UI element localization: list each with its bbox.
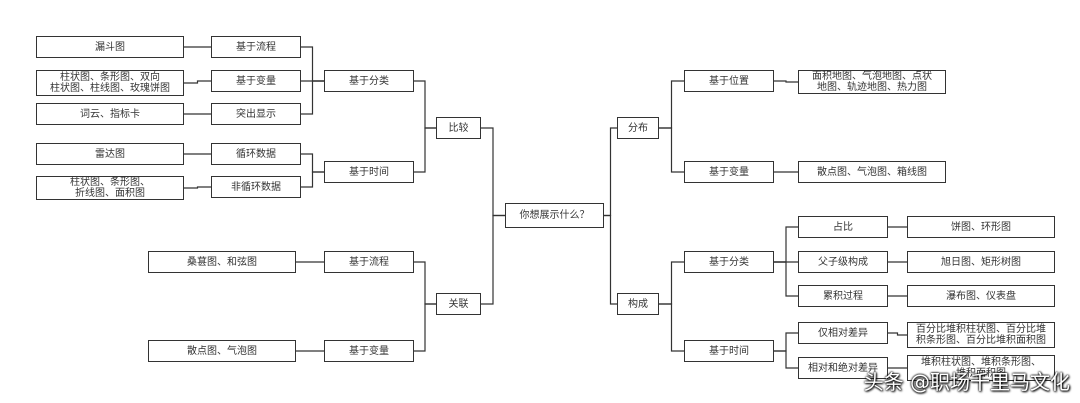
- node-sankey: 桑葚图、和弦图: [148, 251, 296, 273]
- node-rel-var: 基于变量: [324, 340, 414, 362]
- node-maps: 面积地图、气泡地图、点状 地图、轨迹地图、热力图: [798, 70, 946, 94]
- node-relation: 关联: [436, 293, 481, 315]
- node-comp-cat: 基于分类: [684, 251, 774, 273]
- connector-time-noncycle-bar-line-area: [184, 186, 211, 189]
- connector-composition-comp-cat: [659, 261, 684, 305]
- node-scatter-bubble: 散点图、气泡图: [148, 340, 296, 362]
- connector-root-distribution: [604, 127, 617, 217]
- node-pie-ring: 饼图、环形图: [907, 216, 1055, 238]
- node-share: 占比: [798, 216, 888, 238]
- node-rel-abs: 相对和绝对差异: [798, 357, 888, 379]
- node-radar: 雷达图: [36, 143, 184, 165]
- node-bar-line-area: 柱状图、条形图、 折线图、面积图: [36, 176, 184, 200]
- node-cat-highlight: 突出显示: [211, 103, 301, 125]
- connector-comp-cat-accum: [774, 261, 798, 297]
- watermark: 头条 @职场千里马文化: [863, 370, 1070, 394]
- node-compare: 比较: [436, 117, 481, 139]
- node-rel-diff: 仅相对差异: [798, 322, 888, 344]
- node-sunburst: 旭日图、矩形树图: [907, 251, 1055, 273]
- connector-cmp-time-time-noncycle: [301, 171, 324, 188]
- connector-rel-diff-pct-stack: [888, 332, 907, 336]
- connector-distribution-dist-pos: [659, 80, 684, 129]
- node-cat-flow: 基于流程: [211, 36, 301, 58]
- node-dist-pos: 基于位置: [684, 70, 774, 92]
- connector-cmp-cat-cat-flow: [301, 46, 324, 82]
- node-funnel: 漏斗图: [36, 36, 184, 58]
- node-root: 你想展示什么？: [505, 203, 604, 228]
- connector-cat-var-bar-set: [184, 80, 211, 84]
- node-waterfall: 瀑布图、仪表盘: [907, 285, 1055, 307]
- connector-root-compare: [481, 127, 505, 217]
- node-time-noncycle: 非循环数据: [211, 176, 301, 198]
- node-dist-var: 基于变量: [684, 161, 774, 183]
- node-cmp-cat: 基于分类: [324, 70, 414, 92]
- connector-relation-rel-var: [414, 303, 436, 352]
- node-pct-stack: 百分比堆积柱状图、百分比堆 积条形图、百分比堆积面积图: [907, 322, 1055, 348]
- node-stack: 堆积柱状图、堆积条形图、 堆积面积图: [907, 355, 1055, 381]
- connector-relation-rel-flow: [414, 261, 436, 305]
- node-time-cycle: 循环数据: [211, 143, 301, 165]
- node-parent-child: 父子级构成: [798, 251, 888, 273]
- node-cmp-time: 基于时间: [324, 161, 414, 183]
- connector-root-composition: [604, 214, 617, 305]
- connector-comp-cat-share: [774, 226, 798, 263]
- node-distribution: 分布: [617, 117, 659, 139]
- node-rel-flow: 基于流程: [324, 251, 414, 273]
- node-bar-set: 柱状图、条形图、双向 柱状图、柱线图、玫瑰饼图: [36, 70, 184, 96]
- node-cat-var: 基于变量: [211, 70, 301, 92]
- connector-dist-pos-maps: [774, 80, 798, 83]
- node-wordcloud: 词云、指标卡: [36, 103, 184, 125]
- connector-cmp-cat-cat-highlight: [301, 80, 324, 115]
- connector-root-relation: [481, 214, 505, 305]
- connector-comp-time-rel-abs: [774, 350, 798, 369]
- connector-compare-cmp-time: [414, 127, 436, 173]
- node-scatter-box: 散点图、气泡图、箱线图: [798, 161, 946, 183]
- connector-composition-comp-time: [659, 303, 684, 352]
- node-comp-time: 基于时间: [684, 340, 774, 362]
- node-composition: 构成: [617, 293, 659, 315]
- connector-compare-cmp-cat: [414, 80, 436, 129]
- connector-distribution-dist-var: [659, 127, 684, 173]
- connector-comp-time-rel-diff: [774, 332, 798, 352]
- node-accum: 累积过程: [798, 285, 888, 307]
- connector-cmp-time-time-cycle: [301, 153, 324, 173]
